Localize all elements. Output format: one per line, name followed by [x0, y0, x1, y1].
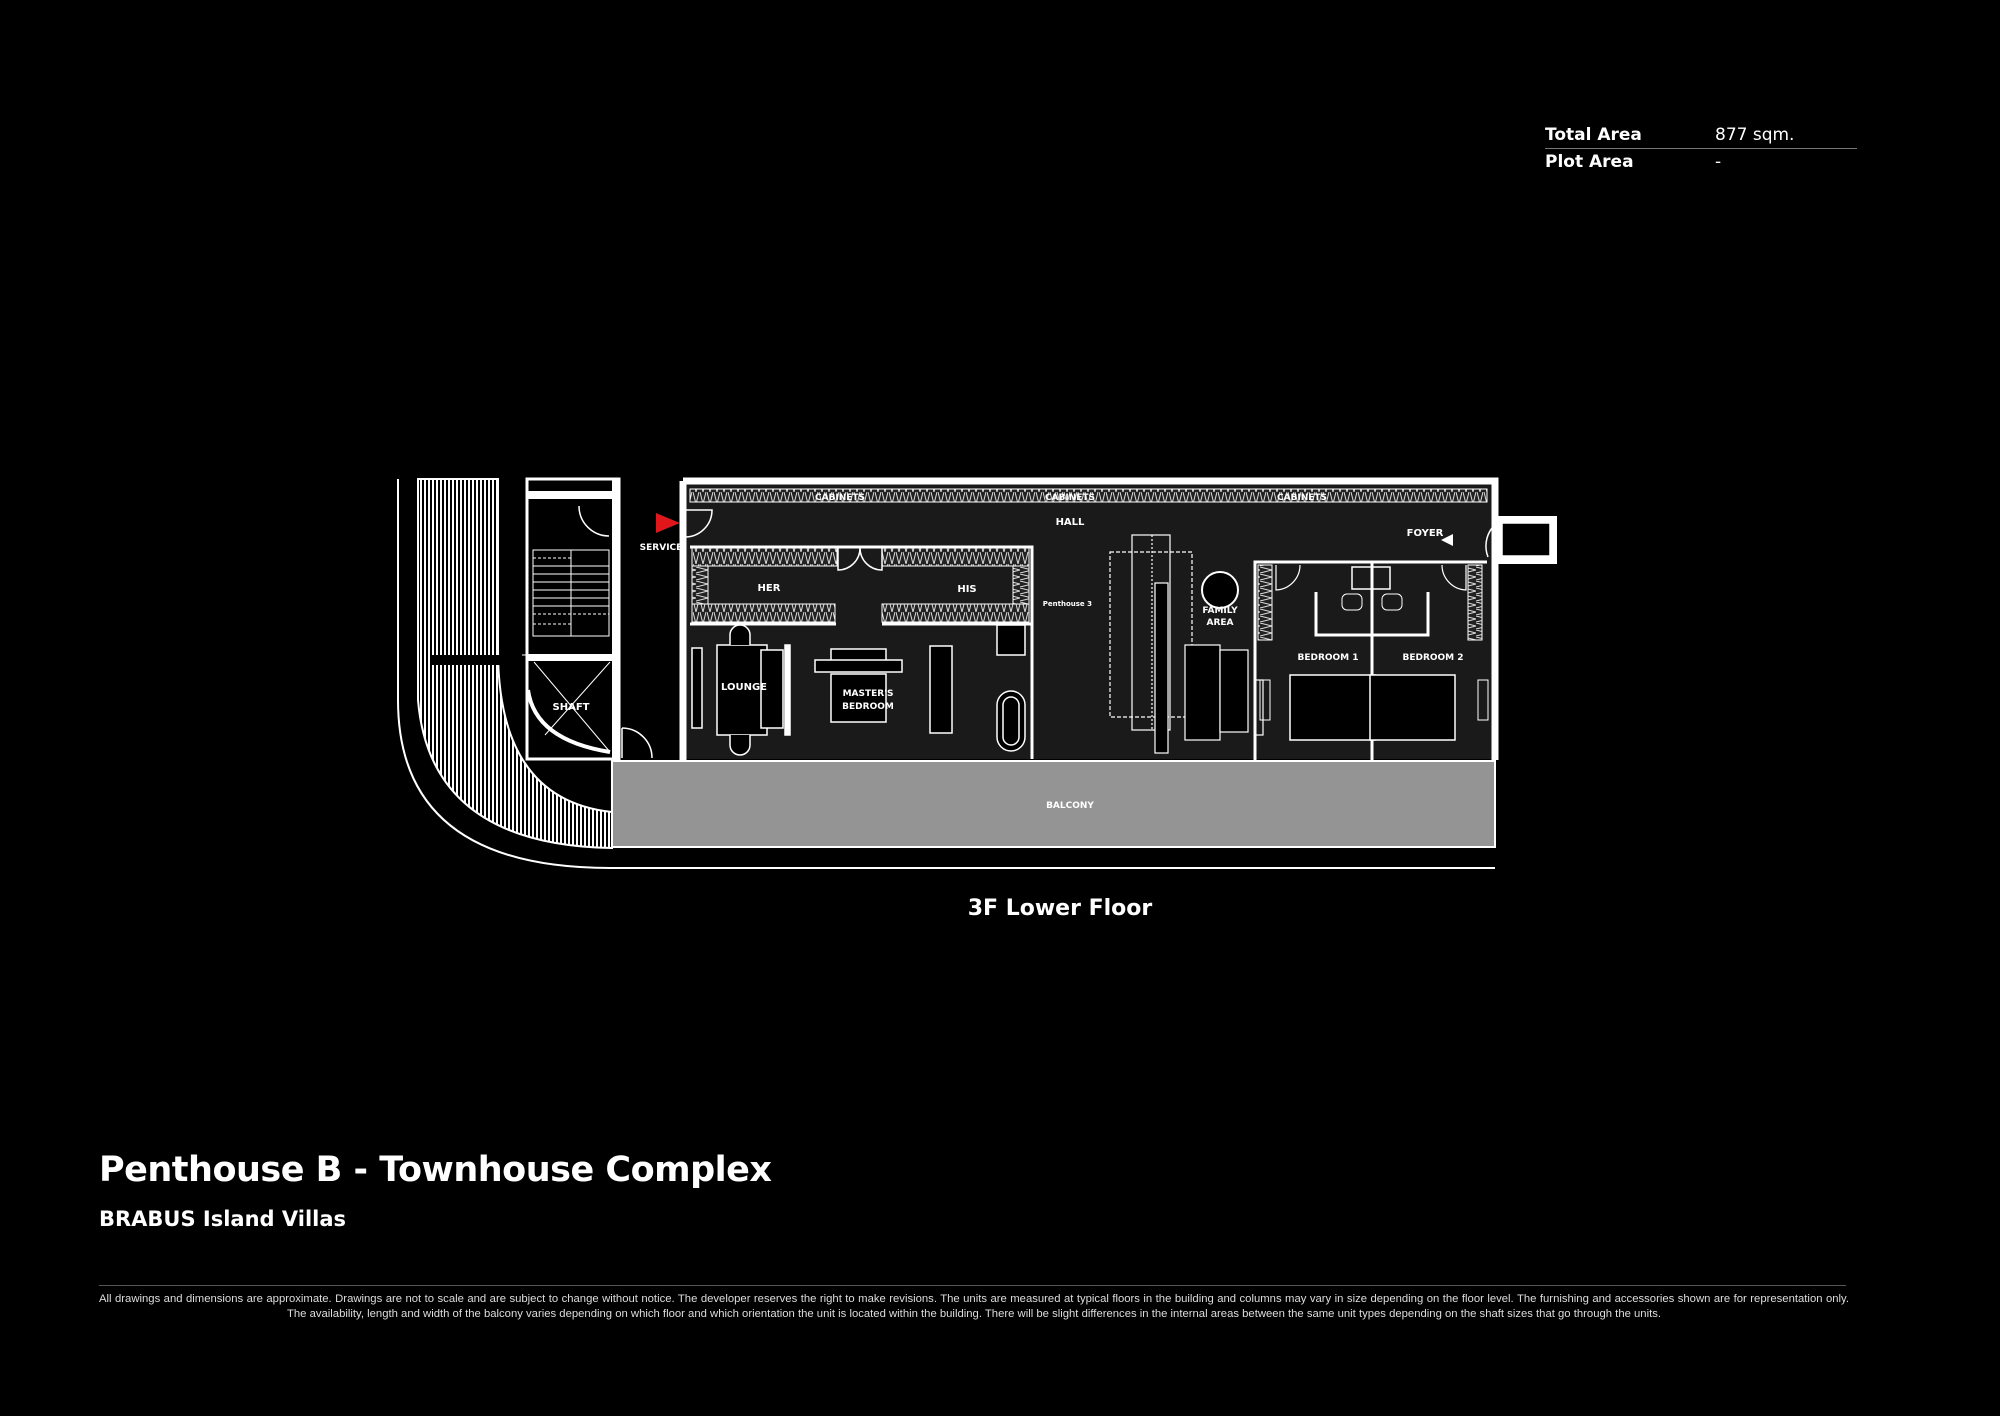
foyer-label: FOYER [1407, 528, 1444, 539]
plot-area-value: - [1715, 152, 1722, 172]
family-area [1109, 534, 1264, 754]
cabinets-label-2: CABINETS [1045, 493, 1095, 503]
hall-label: HALL [1056, 517, 1085, 528]
entry-arrow-icon [1441, 534, 1453, 546]
master-suite-furniture [691, 624, 1026, 756]
family-area-label-1: FAMILY [1202, 606, 1238, 616]
project-subtitle: BRABUS Island Villas [99, 1207, 347, 1231]
total-area-label: Total Area [1545, 125, 1642, 145]
plot-area-label: Plot Area [1545, 152, 1634, 172]
service-core: SHAFT [525, 477, 653, 761]
bedroom-2-label: BEDROOM 2 [1402, 653, 1463, 663]
walk-in-closet: HER HIS [690, 545, 1034, 759]
shaft-label: SHAFT [553, 702, 590, 713]
his-label: HIS [957, 584, 976, 595]
cabinets-label-1: CABINETS [815, 493, 865, 503]
floor-label: 3F Lower Floor [967, 896, 1153, 921]
total-area-value: 877 sqm. [1715, 125, 1795, 145]
disclaimer-divider [99, 1285, 1846, 1286]
floor-plan: SHAFT CABINETS CABINETS CABINETS HALL FO… [397, 477, 1557, 869]
balcony: BALCONY [611, 760, 1496, 869]
shaft [526, 661, 611, 754]
service-entry-marker-icon [656, 513, 680, 533]
bedroom-1-label: BEDROOM 1 [1297, 653, 1358, 663]
master-bedroom-label-2: BEDROOM [842, 702, 894, 712]
lounge-label: LOUNGE [721, 682, 767, 693]
master-bedroom-label-1: MASTER'S [843, 689, 894, 699]
family-area-label-2: AREA [1206, 618, 1233, 628]
bedrooms [1253, 560, 1489, 760]
her-label: HER [758, 583, 781, 594]
area-summary: Total Area 877 sqm. Plot Area - [1545, 122, 1857, 175]
cabinets-label-3: CABINETS [1277, 493, 1327, 503]
foyer-entry [1485, 516, 1557, 564]
penthouse-3-label: Penthouse 3 [1043, 600, 1092, 608]
plot-area-row: Plot Area - [1545, 149, 1857, 175]
balcony-label: BALCONY [1046, 801, 1094, 811]
page-title: Penthouse B - Townhouse Complex [99, 1150, 772, 1190]
total-area-row: Total Area 877 sqm. [1545, 122, 1857, 149]
service-label: SERVICE [640, 543, 683, 553]
disclaimer-text: All drawings and dimensions are approxim… [99, 1293, 1849, 1320]
service-entrance: SERVICE [640, 509, 713, 553]
